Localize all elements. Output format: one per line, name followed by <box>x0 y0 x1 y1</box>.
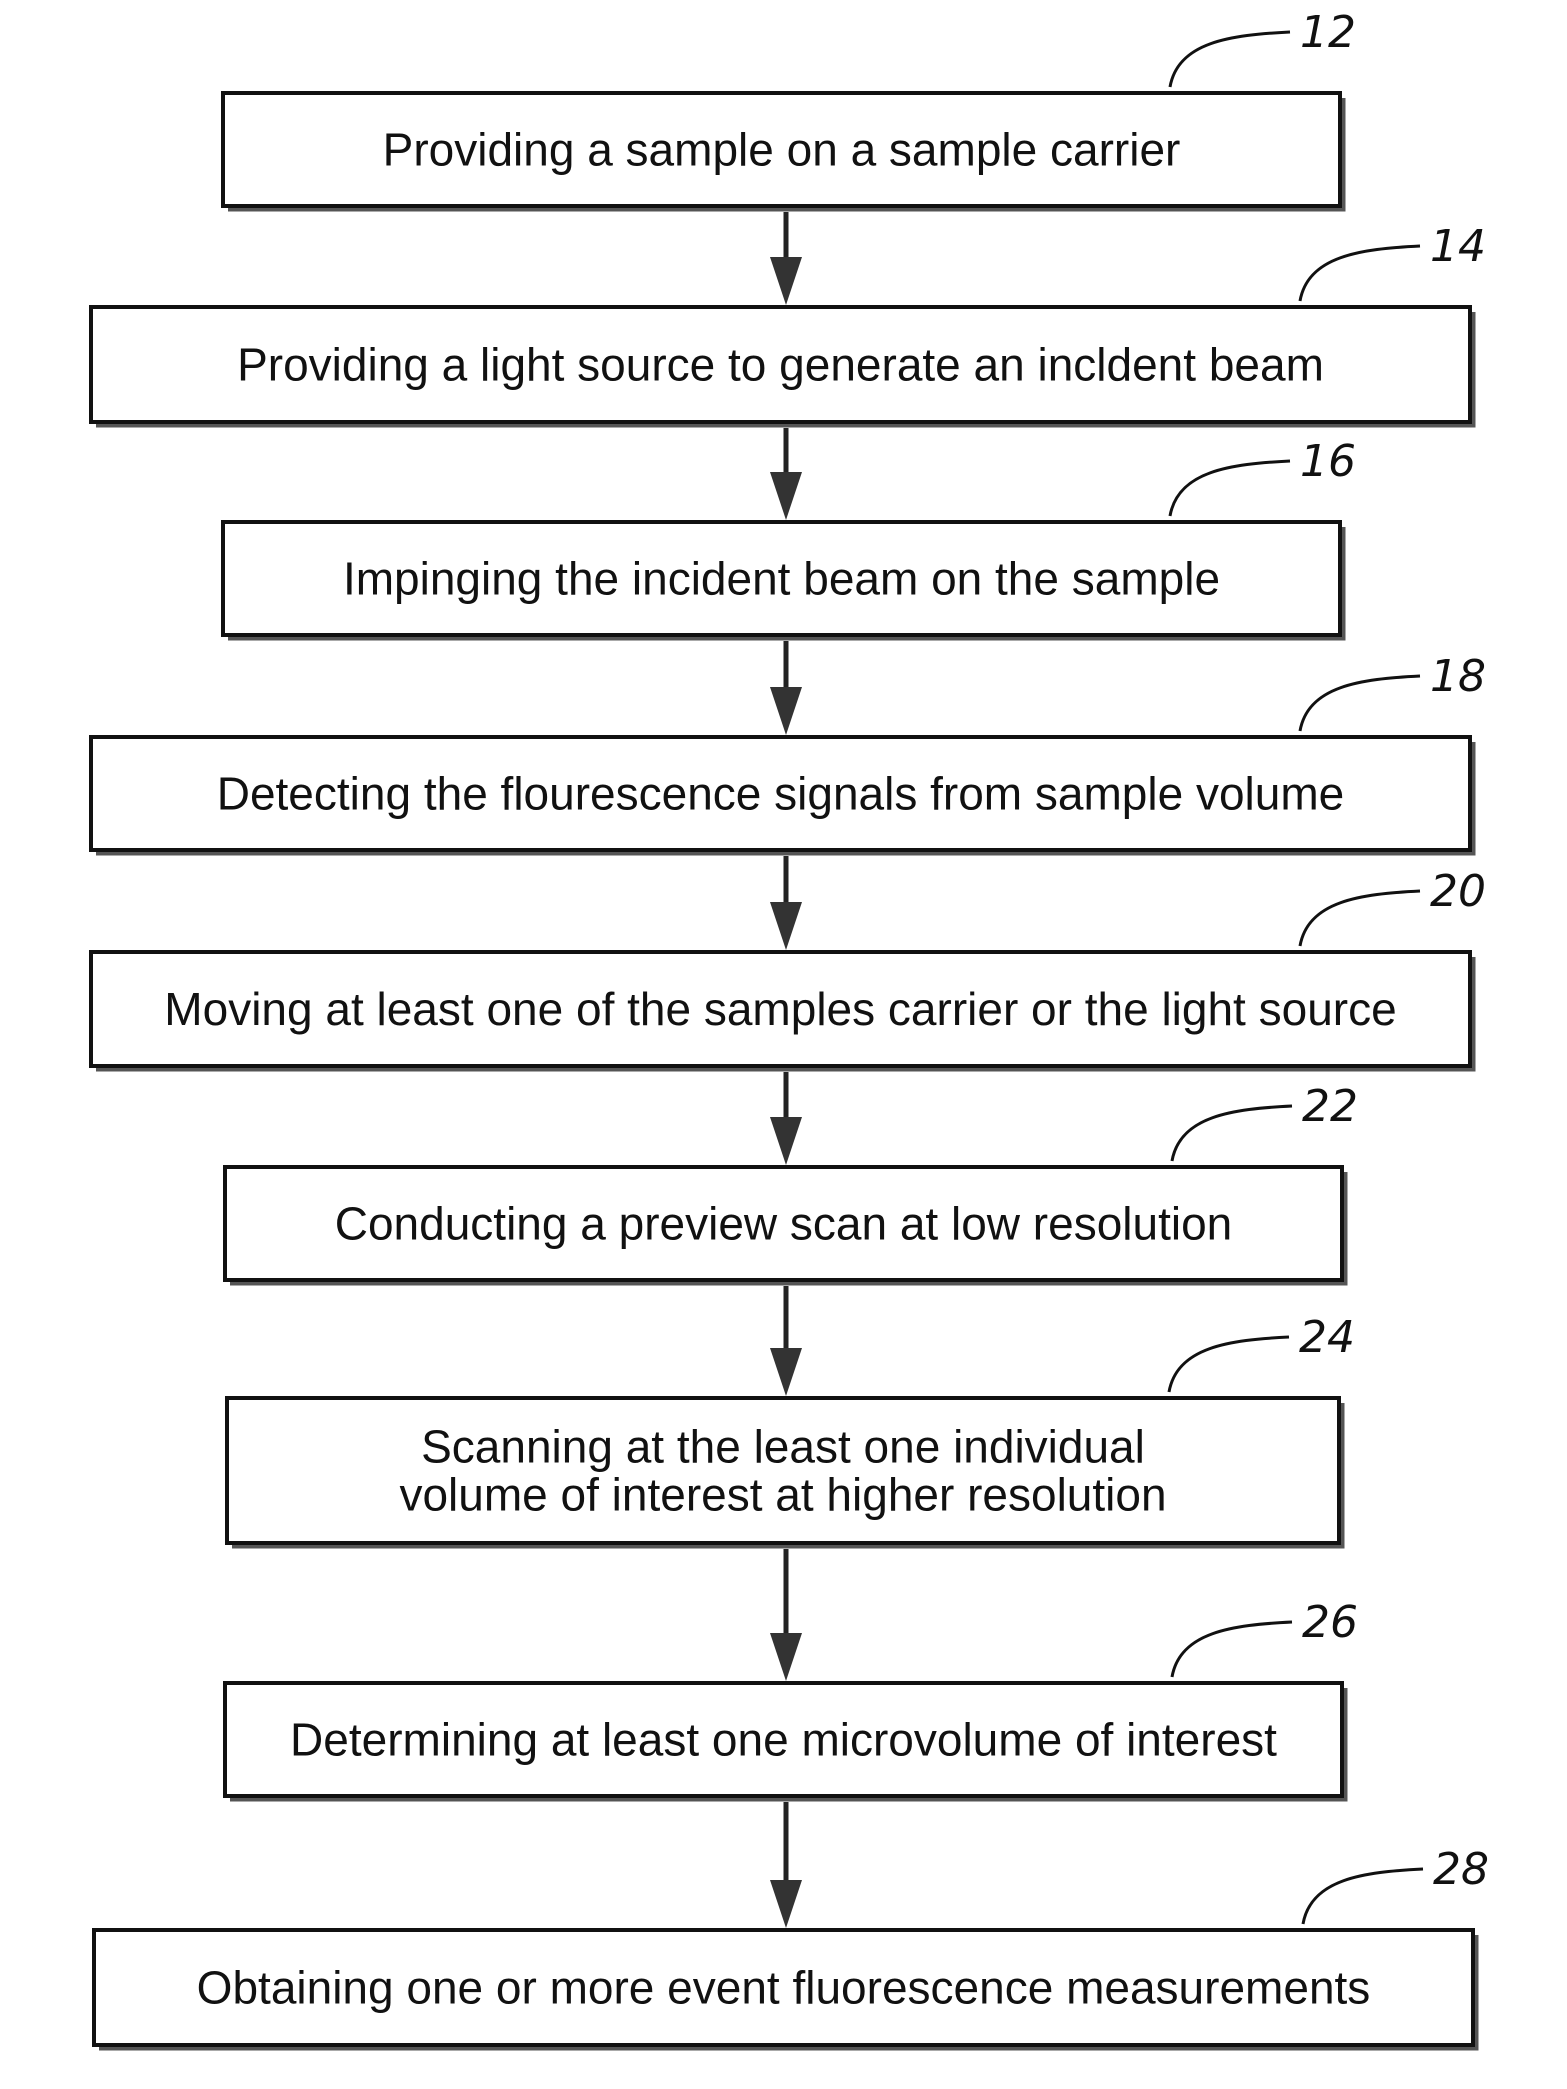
step-label: Moving at least one of the samples carri… <box>164 983 1396 1035</box>
flow-arrow-head <box>770 1117 802 1165</box>
flow-arrow-head <box>770 257 802 305</box>
reference-numeral: 18 <box>1430 651 1486 702</box>
reference-leader <box>1300 246 1420 301</box>
reference-leader <box>1300 891 1420 946</box>
reference-leader <box>1172 1622 1292 1677</box>
reference-numeral: 14 <box>1430 221 1486 272</box>
flow-arrow-head <box>770 1880 802 1928</box>
reference-numeral: 24 <box>1299 1312 1355 1363</box>
reference-leader <box>1172 1106 1292 1161</box>
step-label: Impinging the incident beam on the sampl… <box>343 553 1220 605</box>
reference-leader <box>1170 32 1290 87</box>
reference-numeral: 26 <box>1302 1597 1358 1648</box>
flow-arrow-head <box>770 902 802 950</box>
step-label: Providing a sample on a sample carrier <box>383 124 1181 176</box>
reference-numeral: 20 <box>1430 866 1486 917</box>
step-label: volume of interest at higher resolution <box>399 1469 1166 1521</box>
reference-numeral: 16 <box>1300 436 1356 487</box>
step-label: Determining at least one microvolume of … <box>290 1714 1277 1766</box>
step-label: Conducting a preview scan at low resolut… <box>335 1198 1233 1250</box>
reference-leader <box>1169 1337 1289 1392</box>
flow-arrow-head <box>770 687 802 735</box>
step-label: Detecting the flourescence signals from … <box>217 768 1345 820</box>
step-label: Providing a light source to generate an … <box>237 339 1324 391</box>
reference-numeral: 22 <box>1302 1081 1358 1132</box>
step-label: Scanning at the least one individual <box>421 1421 1145 1473</box>
reference-leader <box>1170 461 1290 516</box>
reference-leader <box>1300 676 1420 731</box>
step-label: Obtaining one or more event fluorescence… <box>197 1962 1371 2014</box>
flow-arrow-head <box>770 1348 802 1396</box>
reference-numeral: 28 <box>1433 1844 1489 1895</box>
reference-numeral: 12 <box>1300 7 1356 58</box>
flow-arrow-head <box>770 1633 802 1681</box>
flow-arrow-head <box>770 472 802 520</box>
reference-leader <box>1303 1869 1423 1924</box>
